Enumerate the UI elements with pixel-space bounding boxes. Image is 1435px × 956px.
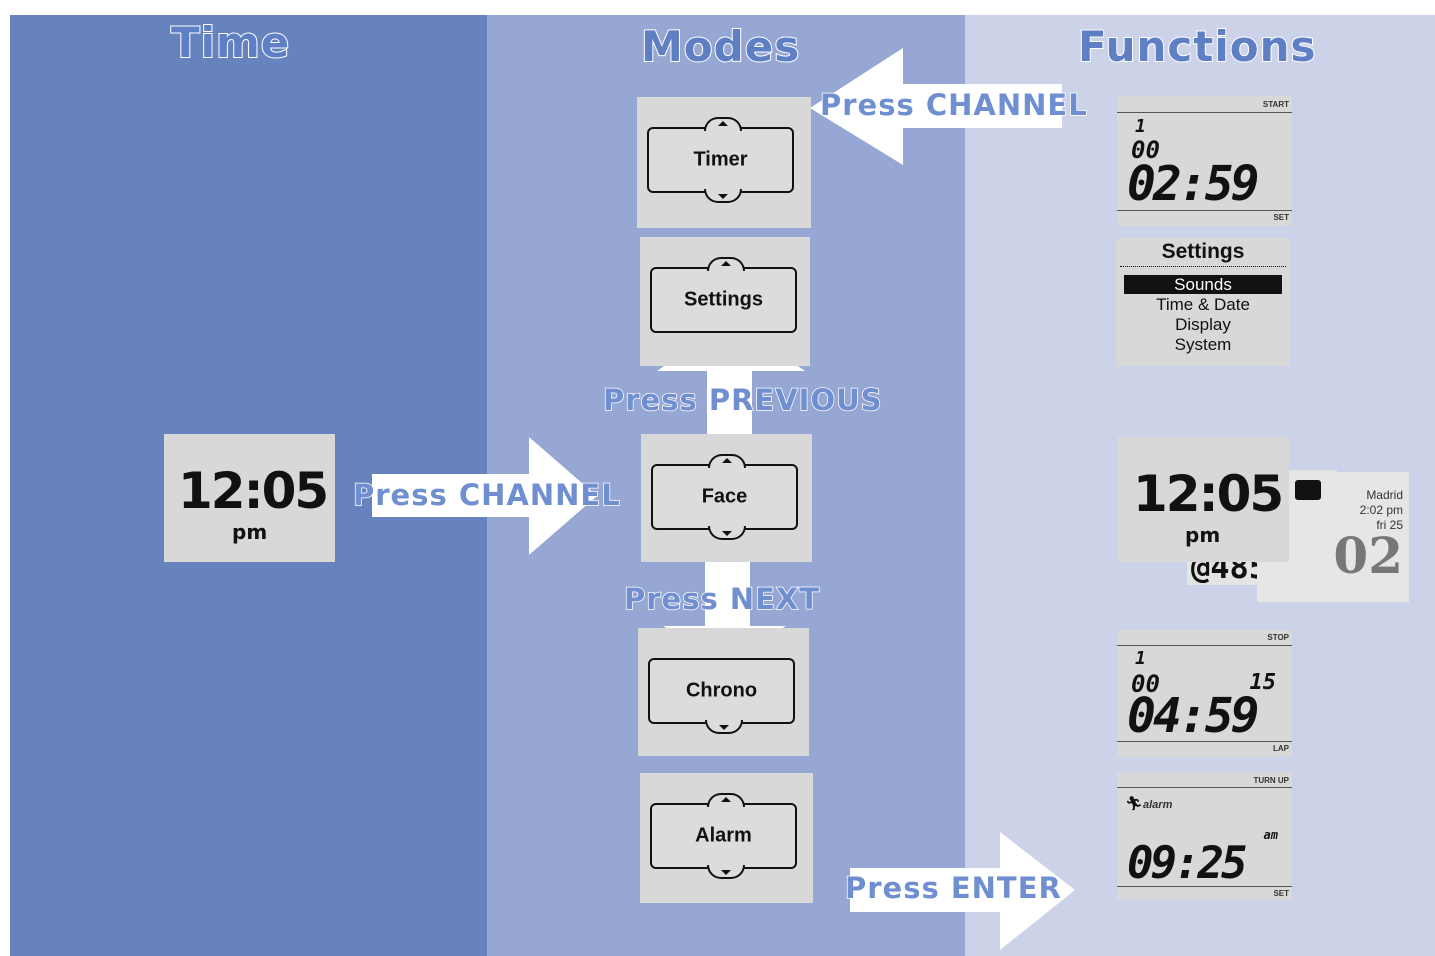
selected-highlight: [1124, 275, 1282, 294]
chrono-hundredths: 15: [1249, 670, 1277, 695]
down-tab: [706, 865, 745, 879]
label-press-next: Press NEXT: [623, 581, 821, 617]
settings-menu-screen: Settings Sounds Time & Date Display Syst…: [1116, 238, 1290, 366]
face-screen-world: Madrid 2:02 pm fri 25 02: [1257, 472, 1409, 602]
mode-button-alarm[interactable]: Alarm: [650, 793, 797, 879]
divider: [1120, 266, 1286, 267]
time-face-time: 12:05: [178, 462, 329, 520]
mode-label-settings: Settings: [684, 288, 763, 311]
up-tab: [707, 454, 746, 468]
mode-label-chrono: Chrono: [685, 679, 758, 702]
chrono-small-digit: 1: [1135, 648, 1146, 669]
functions-title: Functions: [1077, 21, 1317, 72]
up-arrow-icon: [720, 797, 731, 802]
down-tab: [704, 720, 743, 734]
alarm-label: alarm: [1143, 799, 1173, 811]
face-screen-ampm: pm: [1185, 523, 1221, 547]
mode-label-alarm: Alarm: [695, 824, 752, 847]
label-press-channel-top: Press CHANNEL: [819, 87, 1088, 123]
time-face-ampm: pm: [232, 520, 268, 544]
label-press-enter: Press ENTER: [844, 870, 1062, 906]
face-world-city: Madrid: [1366, 488, 1403, 502]
up-tab: [703, 117, 742, 131]
runner-icon: 🏃︎: [1125, 796, 1143, 812]
arrow-channel-back: [810, 48, 1062, 165]
mode-panel-alarm: Alarm: [640, 773, 813, 903]
up-arrow-icon: [720, 261, 731, 266]
settings-menu-item-system[interactable]: System: [1174, 335, 1232, 354]
modes-title: Modes: [640, 21, 801, 72]
down-tab: [707, 526, 746, 540]
mode-panel-face: Face: [641, 434, 812, 562]
alarm-screen: TURN UP 🏃︎ alarm am 09:25 SET: [1117, 772, 1292, 900]
face-big-num: 02: [1333, 526, 1403, 585]
alarm-ampm: am: [1263, 828, 1278, 842]
timer-small-digit: 1: [1135, 116, 1146, 137]
divider: [1117, 741, 1292, 742]
face-world-day: fri 25: [1376, 518, 1403, 532]
divider: [1117, 645, 1292, 646]
up-tab: [706, 257, 745, 271]
arrow-enter-right: [850, 832, 1075, 950]
settings-menu-item-time-date[interactable]: Time & Date: [1156, 295, 1250, 314]
label-press-previous: Press PREVIOUS: [602, 382, 883, 418]
mode-label-timer: Timer: [693, 148, 748, 171]
arrow-channel-right: [372, 437, 597, 555]
face-screen-front: 12:05 pm: [1117, 437, 1289, 562]
divider: [1117, 210, 1292, 211]
chrono-sub: 00: [1131, 670, 1160, 698]
mode-panel-settings: Settings: [640, 237, 810, 366]
timer-start-label: START: [1262, 100, 1289, 109]
timer-screen: START 1 00 02:59 SET: [1117, 96, 1292, 226]
face-screen-time: 12:05: [1133, 465, 1284, 523]
mode-panel-timer: Timer: [637, 97, 811, 228]
settings-menu-title: Settings: [1161, 240, 1245, 263]
up-arrow-icon: [717, 121, 728, 126]
chrono-time: 04:59: [1127, 688, 1259, 744]
chrono-screen: STOP 1 00 15 04:59 LAP: [1117, 630, 1292, 757]
mode-button-face[interactable]: Face: [651, 454, 798, 540]
alarm-time: 09:25: [1127, 838, 1247, 889]
alarm-turn-up-label: TURN UP: [1253, 776, 1289, 785]
up-arrow-icon: [721, 458, 732, 463]
mode-button-chrono[interactable]: Chrono: [648, 658, 795, 734]
divider: [1117, 112, 1292, 113]
chrono-lap-label: LAP: [1273, 744, 1289, 753]
timer-sub: 00: [1131, 136, 1160, 164]
face-world-time: 2:02 pm: [1359, 503, 1403, 517]
mode-button-settings[interactable]: Settings: [650, 257, 797, 333]
down-arrow-icon: [717, 194, 728, 199]
settings-menu-item-sounds[interactable]: Sounds: [1174, 275, 1232, 294]
time-watch-panel: 12:05 pm: [164, 434, 335, 562]
mode-button-timer[interactable]: Timer: [647, 117, 794, 203]
down-arrow-icon: [721, 531, 732, 536]
down-arrow-icon: [720, 870, 731, 875]
divider: [1117, 787, 1292, 788]
mode-label-face: Face: [701, 485, 748, 508]
label-press-channel-left: Press CHANNEL: [352, 477, 621, 513]
timer-set-label: SET: [1273, 213, 1289, 222]
mode-panel-chrono: Chrono: [638, 628, 809, 756]
alarm-set-label: SET: [1273, 889, 1289, 898]
moon-icon: [1295, 480, 1321, 500]
chrono-stop-label: STOP: [1267, 633, 1289, 642]
down-tab: [703, 189, 742, 203]
time-title: Time: [170, 17, 291, 68]
down-arrow-icon: [718, 725, 729, 730]
timer-time: 02:59: [1127, 156, 1259, 212]
up-tab: [706, 793, 745, 807]
divider: [1117, 886, 1292, 887]
settings-menu-item-display[interactable]: Display: [1175, 315, 1231, 334]
